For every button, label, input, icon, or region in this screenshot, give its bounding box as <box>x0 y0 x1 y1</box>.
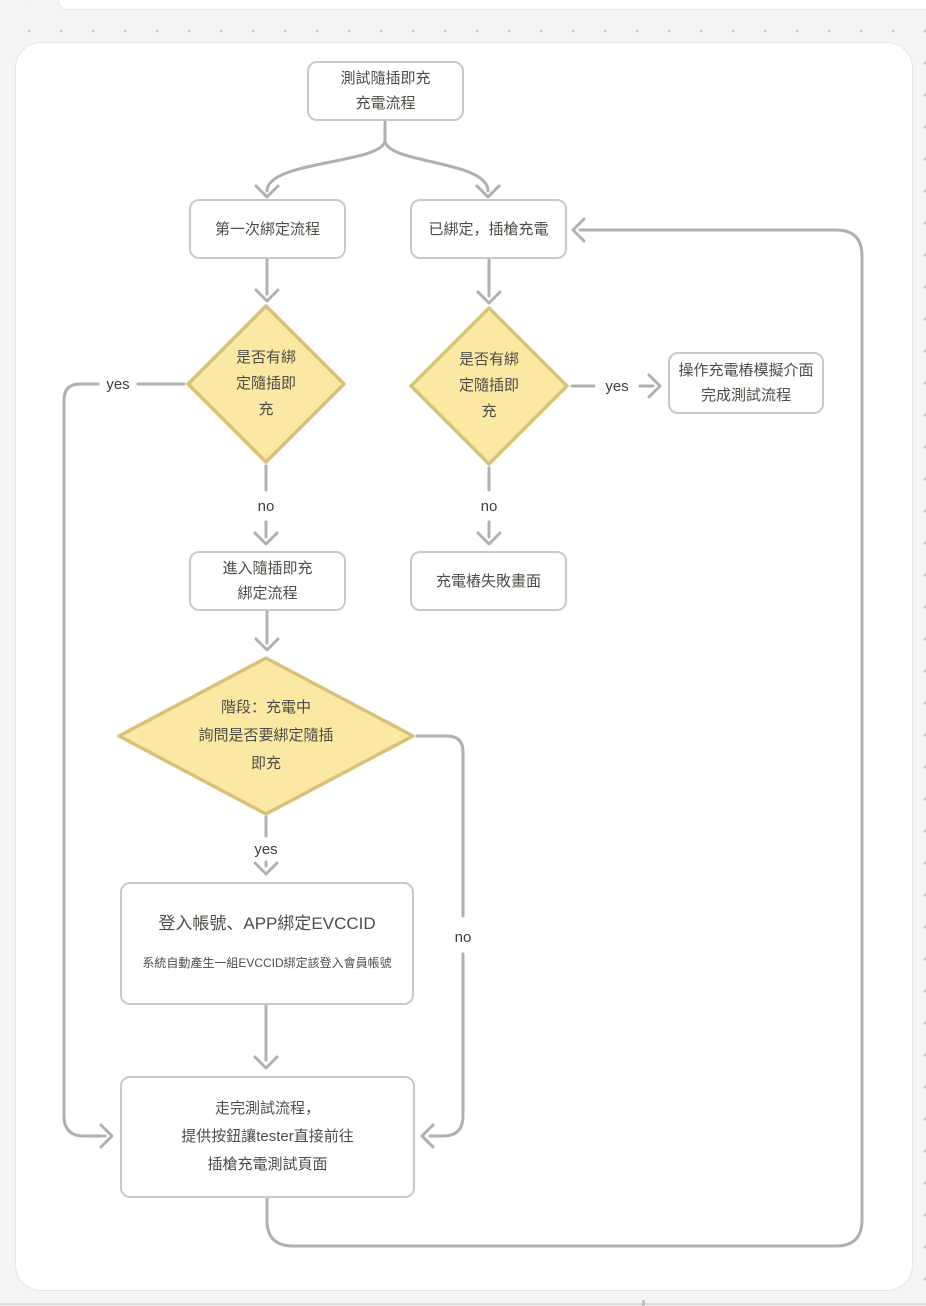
node-text: 詢問是否要綁定隨插 <box>198 727 334 744</box>
flow-decision-bound-right[interactable]: 是否有綁 定隨插即 充 <box>406 303 572 469</box>
node-text: 提供按鈕讓tester直接前往 <box>181 1128 354 1145</box>
node-text: 第一次綁定流程 <box>214 220 320 238</box>
edge-label-no-left: no <box>257 497 275 515</box>
node-text: 是否有綁 <box>458 351 519 368</box>
flow-node-enter-binding[interactable]: 進入隨插即充 綁定流程 <box>189 551 346 611</box>
node-subtitle: 系統自動產生一組EVCCID綁定該登入會員帳號 <box>142 956 392 970</box>
node-text: 完成測試流程 <box>700 387 791 404</box>
edge-label-no-right: no <box>480 497 498 515</box>
node-text: 是否有綁 <box>235 349 296 366</box>
node-text: 綁定流程 <box>237 585 298 602</box>
adjacent-frame-edge <box>58 0 926 10</box>
node-text: 定隨插即 <box>458 377 519 394</box>
flow-node-already-bound[interactable]: 已綁定，插槍充電 <box>410 199 567 259</box>
node-text: 進入隨插即充 <box>222 560 313 577</box>
node-text: 走完測試流程， <box>214 1100 320 1117</box>
edge-label-yes-left: yes <box>106 375 130 393</box>
node-text: 充 <box>481 403 497 420</box>
node-text: 充 <box>258 401 274 418</box>
node-text: 充電樁失敗畫面 <box>435 572 541 590</box>
edge-label-no-bottom: no <box>454 928 472 946</box>
flow-node-simulator-complete[interactable]: 操作充電樁模擬介面 完成測試流程 <box>668 352 824 414</box>
edge-label-yes-bottom: yes <box>254 840 278 858</box>
flow-node-first-binding[interactable]: 第一次綁定流程 <box>189 199 346 259</box>
edge-label-yes-right: yes <box>605 377 629 395</box>
node-text: 充電流程 <box>355 95 416 112</box>
node-text: 插槍充電測試頁面 <box>207 1156 328 1173</box>
flow-decision-charging-ask-bind[interactable]: 階段：充電中 詢問是否要綁定隨插 即充 <box>114 653 418 819</box>
node-text: 測試隨插即充 <box>340 70 431 87</box>
canvas-scrollbar-track[interactable] <box>0 1303 926 1305</box>
node-text: 階段：充電中 <box>220 699 311 716</box>
flow-node-login-bind-evccid[interactable]: 登入帳號、APP綁定EVCCID 系統自動產生一組EVCCID綁定該登入會員帳號 <box>120 882 414 1005</box>
node-text: 定隨插即 <box>235 375 296 392</box>
node-text: 即充 <box>250 755 281 772</box>
node-title: 登入帳號、APP綁定EVCCID <box>158 914 376 933</box>
flow-node-charger-fail-screen[interactable]: 充電樁失敗畫面 <box>410 551 567 611</box>
flow-node-start[interactable]: 測試隨插即充 充電流程 <box>307 61 464 121</box>
canvas-scrollbar-tick[interactable] <box>642 1300 645 1306</box>
node-text: 操作充電樁模擬介面 <box>678 362 814 379</box>
flow-node-finish-test[interactable]: 走完測試流程， 提供按鈕讓tester直接前往 插槍充電測試頁面 <box>120 1076 415 1198</box>
node-text: 已綁定，插槍充電 <box>428 220 549 238</box>
flow-decision-bound-left[interactable]: 是否有綁 定隨插即 充 <box>183 301 349 467</box>
